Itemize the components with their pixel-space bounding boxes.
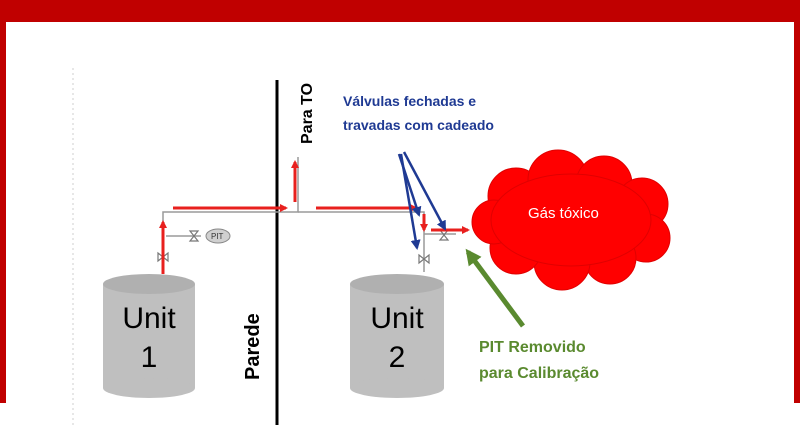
pit-removed-line1: PIT Removido bbox=[479, 339, 586, 356]
unit2-label-bottom: 2 bbox=[389, 341, 406, 374]
unit2-label-top: Unit bbox=[370, 302, 424, 335]
para-to-label: Para TO bbox=[299, 83, 316, 144]
unit1-label-top: Unit bbox=[122, 302, 176, 335]
callout-arrow-green bbox=[465, 248, 526, 328]
valve-icon bbox=[188, 230, 200, 242]
toxic-gas-cloud bbox=[471, 149, 671, 291]
toxic-gas-label: Gás tóxico bbox=[528, 205, 599, 222]
valves-callout-line2: travadas com cadeado bbox=[343, 117, 494, 133]
flow-arrows bbox=[159, 160, 470, 274]
callout-arrow-blue bbox=[402, 151, 447, 231]
unit1-label-bottom: 1 bbox=[141, 341, 158, 374]
diagram-canvas: Parede Para TO Válvulas fechadas e trava… bbox=[72, 68, 671, 425]
wall-label: Parede bbox=[242, 313, 264, 380]
unit2-tank bbox=[350, 274, 444, 398]
pit-small-label: PIT bbox=[211, 232, 224, 241]
valves-callout-line1: Válvulas fechadas e bbox=[343, 93, 476, 109]
unit1-tank bbox=[103, 274, 195, 398]
pit-instrument-icon bbox=[205, 228, 231, 244]
valve-icon bbox=[157, 251, 169, 263]
valve-icon bbox=[418, 253, 430, 265]
pit-removed-line2: para Calibração bbox=[479, 365, 599, 382]
callout-arrow-blue bbox=[399, 153, 421, 250]
